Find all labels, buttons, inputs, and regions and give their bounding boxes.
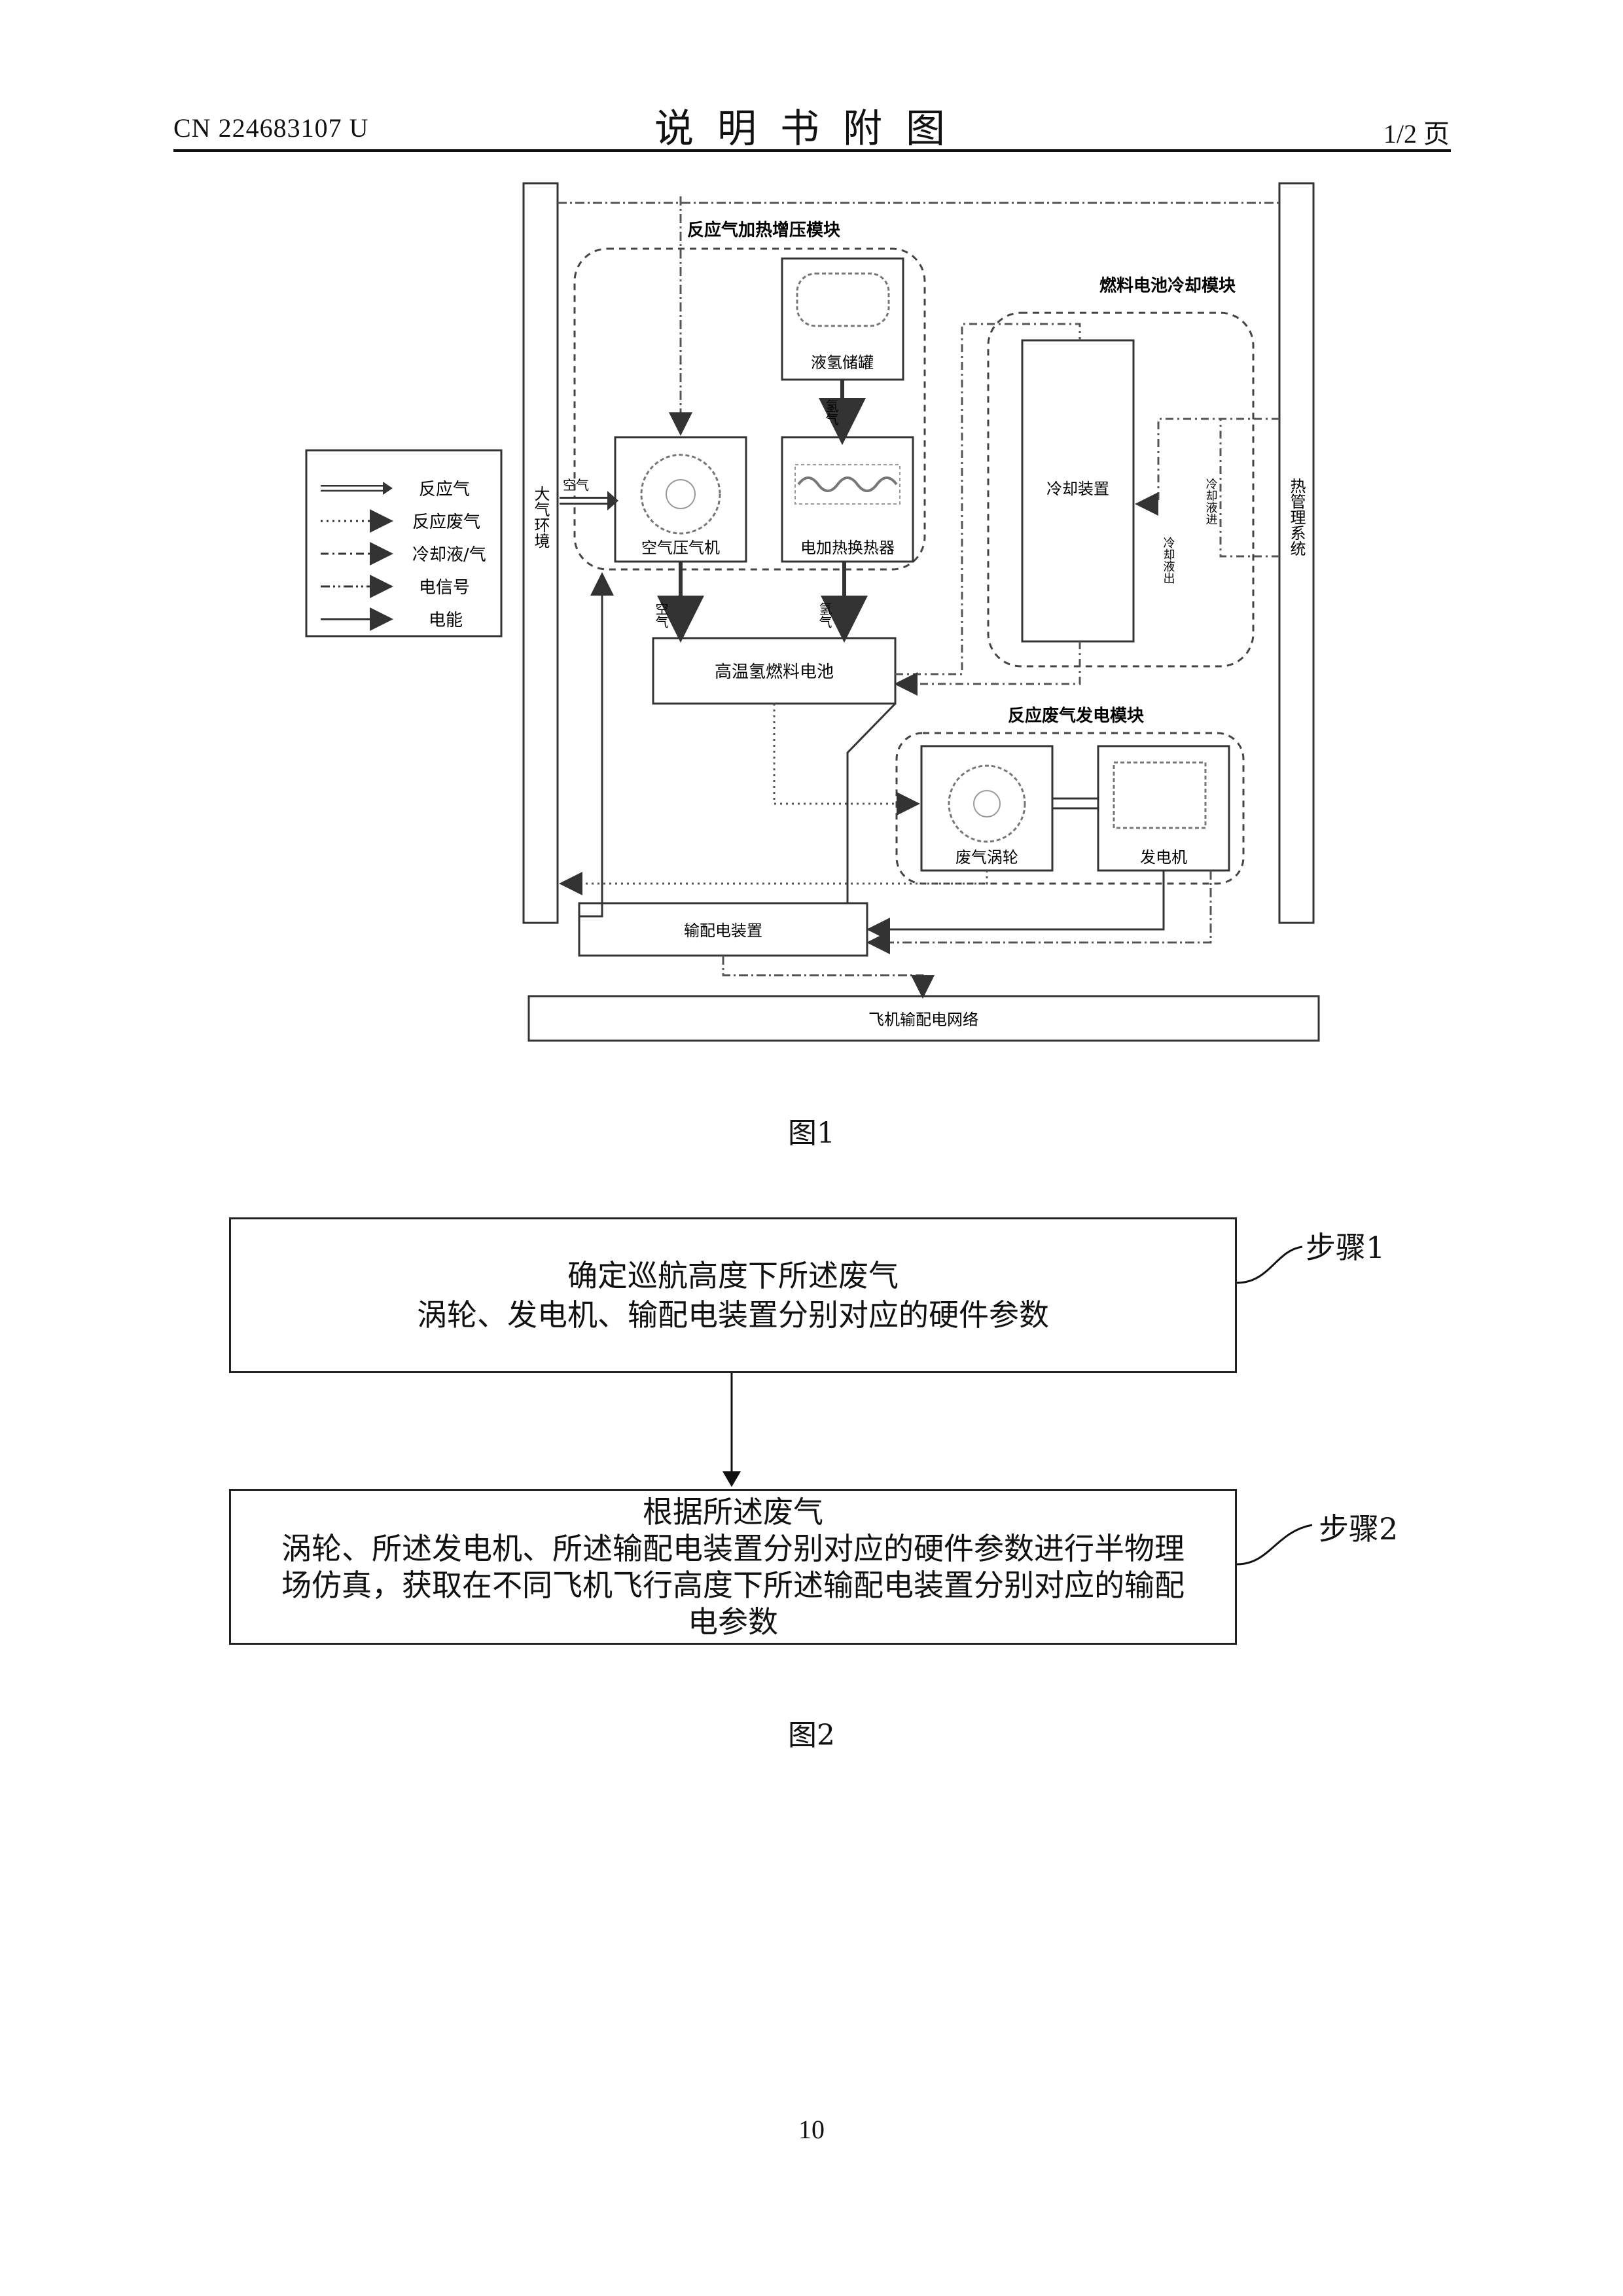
flow-arrow-head <box>722 1471 741 1487</box>
step-1-leader <box>1237 1247 1302 1283</box>
flow-step-2-line-1: 根据所述废气 <box>281 1494 1185 1530</box>
flow-step-2-line-4: 电参数 <box>281 1604 1185 1640</box>
step-2-leader <box>1237 1525 1312 1564</box>
figure-2-connectors <box>0 0 1623 1702</box>
flow-step-2-line-3: 场仿真，获取在不同飞机飞行高度下所述输配电装置分别对应的输配 <box>281 1567 1185 1604</box>
flow-step-2-line-2: 涡轮、所述发电机、所述输配电装置分别对应的硬件参数进行半物理 <box>281 1530 1185 1567</box>
figure-2-caption: 图2 <box>713 1712 910 1753</box>
step-1-label: 步骤1 <box>1306 1224 1385 1267</box>
page-number: 10 <box>0 2114 1623 2145</box>
flow-step-2-box: 根据所述废气 涡轮、所述发电机、所述输配电装置分别对应的硬件参数进行半物理 场仿… <box>229 1489 1237 1645</box>
step-2-label: 步骤2 <box>1319 1505 1398 1549</box>
